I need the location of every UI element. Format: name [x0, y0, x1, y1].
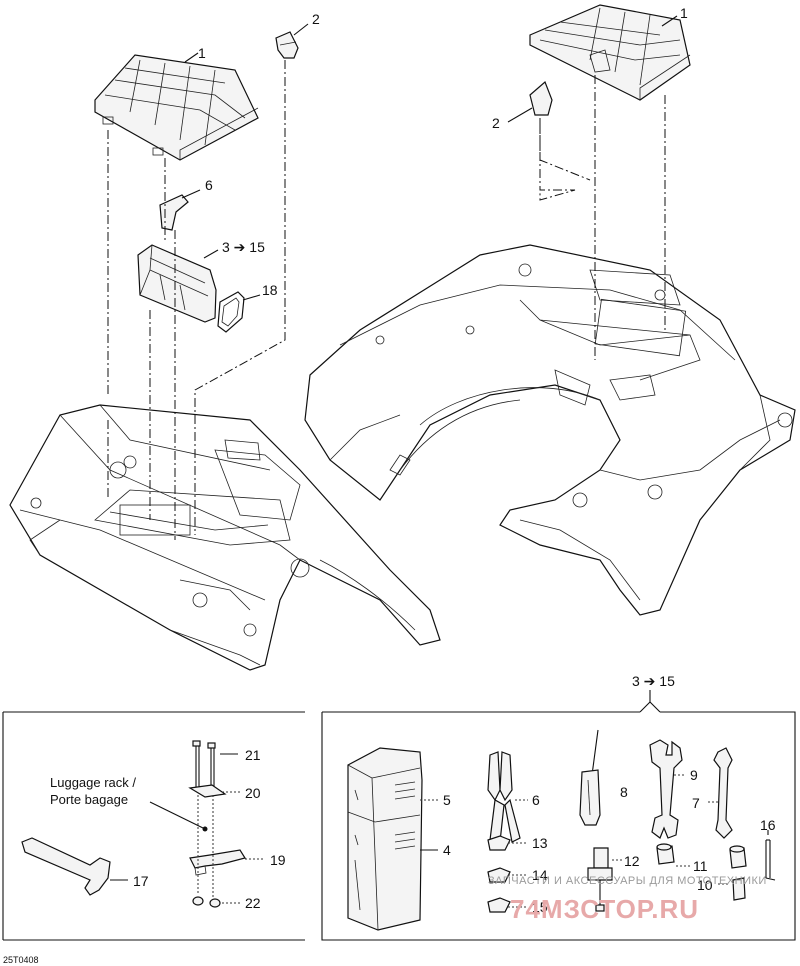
bracket-19 [189, 849, 246, 869]
callout-left-3-15: 3 ➔ 15 [222, 239, 265, 255]
callout-6: 6 [532, 792, 540, 808]
callout-kit-3-15: 3 ➔ 15 [632, 673, 675, 689]
callout-20: 20 [245, 785, 261, 801]
tool-bag [347, 747, 423, 931]
fuse-14 [487, 867, 511, 883]
left-tool-kit-box [137, 244, 217, 323]
callout-4: 4 [443, 842, 451, 858]
screwdriver-8 [579, 729, 601, 826]
left-gasket [217, 291, 245, 333]
callout-labels: 1 2 6 3 ➔ 15 18 1 2 3 ➔ 15 21 20 19 22 1… [3, 5, 776, 965]
fuse-15 [487, 897, 511, 913]
callout-21: 21 [245, 747, 261, 763]
callout-left-1: 1 [198, 45, 206, 61]
callout-right-1: 1 [680, 5, 688, 21]
callout-9: 9 [690, 767, 698, 783]
fuse-13 [487, 835, 511, 851]
allen-key-16 [765, 839, 776, 881]
pliers-6 [487, 751, 521, 843]
porte-bagage-label: Porte bagage [50, 792, 128, 807]
callout-17: 17 [133, 873, 149, 889]
plate-20 [188, 784, 227, 798]
callout-8: 8 [620, 784, 628, 800]
left-strap [159, 194, 189, 231]
callout-7: 7 [692, 795, 700, 811]
callout-13: 13 [532, 835, 548, 851]
tool-kit-section [321, 690, 796, 941]
callout-left-18: 18 [262, 282, 278, 298]
left-callout-lines [107, 23, 309, 540]
right-latch-clip [529, 80, 553, 116]
right-storage-lid [529, 4, 691, 101]
watermark-line2: 74МЗСТОР.RU [510, 894, 699, 924]
right-rear-fender [304, 244, 796, 616]
callout-left-2: 2 [312, 11, 320, 27]
left-latch-clip [275, 31, 299, 59]
nuts-22 [192, 896, 221, 908]
callout-15: 15 [532, 899, 548, 915]
watermark-line1: ЗАПЧАСТИ И АКСЕССУАРЫ ДЛЯ МОТОТЕХНИКИ [488, 875, 767, 887]
callout-22: 22 [245, 895, 261, 911]
luggage-rack-label: Luggage rack / [50, 775, 136, 790]
callout-16: 16 [760, 817, 776, 833]
callout-11: 11 [693, 858, 708, 874]
left-storage-lid [94, 54, 259, 161]
callout-19: 19 [270, 852, 286, 868]
wrench-7 [713, 747, 733, 839]
callout-10: 10 [697, 877, 713, 893]
socket-10 [729, 845, 747, 901]
callout-5: 5 [443, 792, 451, 808]
callout-right-2: 2 [492, 115, 500, 131]
watermark: ЗАПЧАСТИ И АКСЕССУАРЫ ДЛЯ МОТОТЕХНИКИ 74… [488, 875, 767, 924]
left-rear-fender [9, 404, 441, 671]
wrench-17 [21, 837, 111, 896]
callout-12: 12 [624, 853, 640, 869]
socket-11 [656, 843, 675, 865]
wrench-9 [649, 739, 683, 839]
callout-14: 14 [532, 867, 548, 883]
callout-left-6: 6 [205, 177, 213, 193]
luggage-rack-section [2, 711, 305, 941]
drawing-code: 25T0408 [3, 955, 39, 965]
bolts-21 [192, 740, 216, 792]
right-callout-lines [507, 15, 678, 360]
spark-plug-tool-12 [587, 847, 613, 912]
